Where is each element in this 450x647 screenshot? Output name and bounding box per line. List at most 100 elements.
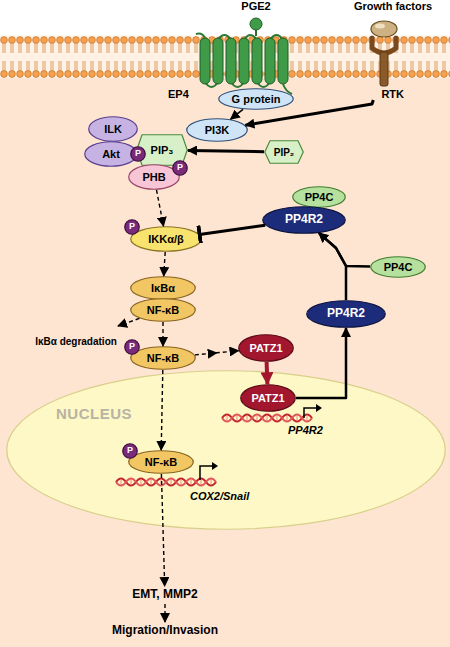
- protein-oval: G protein: [218, 88, 294, 110]
- dna-strand: [116, 479, 216, 486]
- protein-oval: NF-κB: [130, 298, 196, 322]
- node-label: RTK: [381, 88, 404, 100]
- node-label: PATZ1: [249, 342, 282, 354]
- dna-strand: [222, 415, 312, 422]
- arrow-connector: [265, 362, 270, 384]
- node-label: P: [135, 149, 141, 159]
- node-label: Growth factors: [338, 0, 448, 12]
- ligand-ball: [250, 18, 262, 30]
- node-label: PI3K: [205, 124, 229, 136]
- protein-oval: Akt: [84, 141, 138, 167]
- node-label: IKKα/β: [148, 233, 183, 245]
- outcome-text: EMT, MMP2: [110, 586, 220, 604]
- protein-oval: PP4C: [292, 186, 346, 208]
- ligand: Growth factors: [338, 0, 448, 40]
- cytoplasm: [0, 74, 450, 647]
- process-note: IκBα degradation: [34, 326, 118, 356]
- receptor: RTK: [364, 36, 404, 100]
- arrow-connector: [319, 233, 346, 300]
- protein-oval-outline: [239, 335, 294, 362]
- nucleus-ellipse-shape: [6, 370, 446, 530]
- arrow-connector: [245, 100, 373, 125]
- node-label: IκBα: [151, 282, 175, 294]
- phospho-circle: P: [124, 339, 140, 355]
- dna-strand: [222, 415, 312, 422]
- protein-oval: NF-κB: [130, 346, 196, 370]
- promoter-arrow: [304, 408, 316, 418]
- protein-oval-outline: [131, 277, 196, 300]
- protein-oval: PATZ1: [240, 384, 296, 412]
- hexagon-outline: [265, 141, 304, 164]
- outcome-text: Migration/Invasion: [88, 622, 242, 640]
- promoter-arrow: [200, 466, 212, 480]
- receptor-helix: [226, 38, 236, 84]
- arrow-connector: [195, 351, 239, 355]
- protein-oval: ILK: [88, 116, 138, 142]
- phospho-circle: P: [172, 160, 188, 176]
- promoter-arrowhead: [316, 404, 322, 412]
- protein-oval: PI3K: [186, 118, 248, 142]
- ligand-highlight: [375, 24, 385, 29]
- receptor-helix: [252, 38, 262, 84]
- node-label: PGE2: [236, 0, 276, 12]
- ligand-stick: [255, 30, 257, 36]
- phospho-circle: P: [130, 146, 146, 162]
- node-label: PP4R2: [327, 307, 365, 320]
- node-label: PIP₃: [151, 144, 174, 156]
- ligand: PGE2: [236, 0, 276, 34]
- protein-oval: PP4C: [370, 256, 426, 278]
- dna-rungs: [227, 415, 307, 421]
- dna-strand: [116, 479, 216, 486]
- node-label: PP4C: [384, 261, 413, 273]
- arrow-connector: [118, 318, 139, 326]
- protein-oval-outline: [131, 227, 202, 252]
- receptor-stem: [380, 52, 388, 86]
- node-label: PP4R2: [285, 213, 323, 226]
- lipid-hexagon: PIP₂: [264, 140, 304, 164]
- protein-oval-outline: [89, 117, 138, 142]
- protein-oval: PP4R2: [306, 300, 386, 328]
- nucleus-ellipse: NUCLEUSPATZ1NF-κBP: [6, 370, 446, 530]
- arrow-connector: [164, 252, 166, 276]
- arrow-connector: [296, 328, 346, 398]
- protein-oval-outline: [241, 385, 296, 412]
- protein-oval: IKKα/β: [130, 226, 202, 252]
- node-label: NF-κB: [147, 352, 179, 364]
- protein-oval-outline: [85, 142, 138, 167]
- receptor-helix: [265, 38, 275, 84]
- dna-rungs: [121, 479, 211, 485]
- protein-oval-outline: [307, 301, 386, 328]
- node-label: PHB: [142, 171, 165, 183]
- arrow-connector: [319, 233, 370, 266]
- promoter-arrowhead: [212, 462, 218, 470]
- arrow-connector: [200, 225, 266, 234]
- arrow-connector: [157, 190, 164, 226]
- phospho-circle-outline: [131, 147, 146, 162]
- protein-oval-outline: [371, 257, 426, 278]
- node-label: G protein: [232, 93, 281, 105]
- nucleus-ellipse-outline: [7, 371, 446, 530]
- arrow-connector: [164, 604, 165, 622]
- gene-label: COX2/Snail: [190, 490, 249, 502]
- phospho-circle: P: [122, 443, 138, 459]
- protein-oval-outline: [293, 187, 346, 208]
- node-label: P: [127, 446, 133, 456]
- protein-oval-outline: [129, 451, 194, 474]
- protein-oval-outline: [219, 89, 294, 110]
- protein-oval: PP4R2: [262, 206, 346, 234]
- phospho-circle-outline: [173, 161, 188, 176]
- node-label: P: [177, 163, 183, 173]
- receptor-helix: [278, 38, 288, 84]
- phospho-circle: P: [124, 219, 140, 235]
- protein-oval-outline: [187, 119, 248, 142]
- phospho-circle-outline: [125, 340, 140, 355]
- arrow-connector: [161, 370, 163, 450]
- protein-oval-outline: [131, 299, 196, 322]
- arrow-connector: [162, 322, 163, 346]
- node-label: P: [129, 342, 135, 352]
- node-label: PIP₂: [274, 147, 295, 158]
- protein-oval-outline: [131, 347, 196, 370]
